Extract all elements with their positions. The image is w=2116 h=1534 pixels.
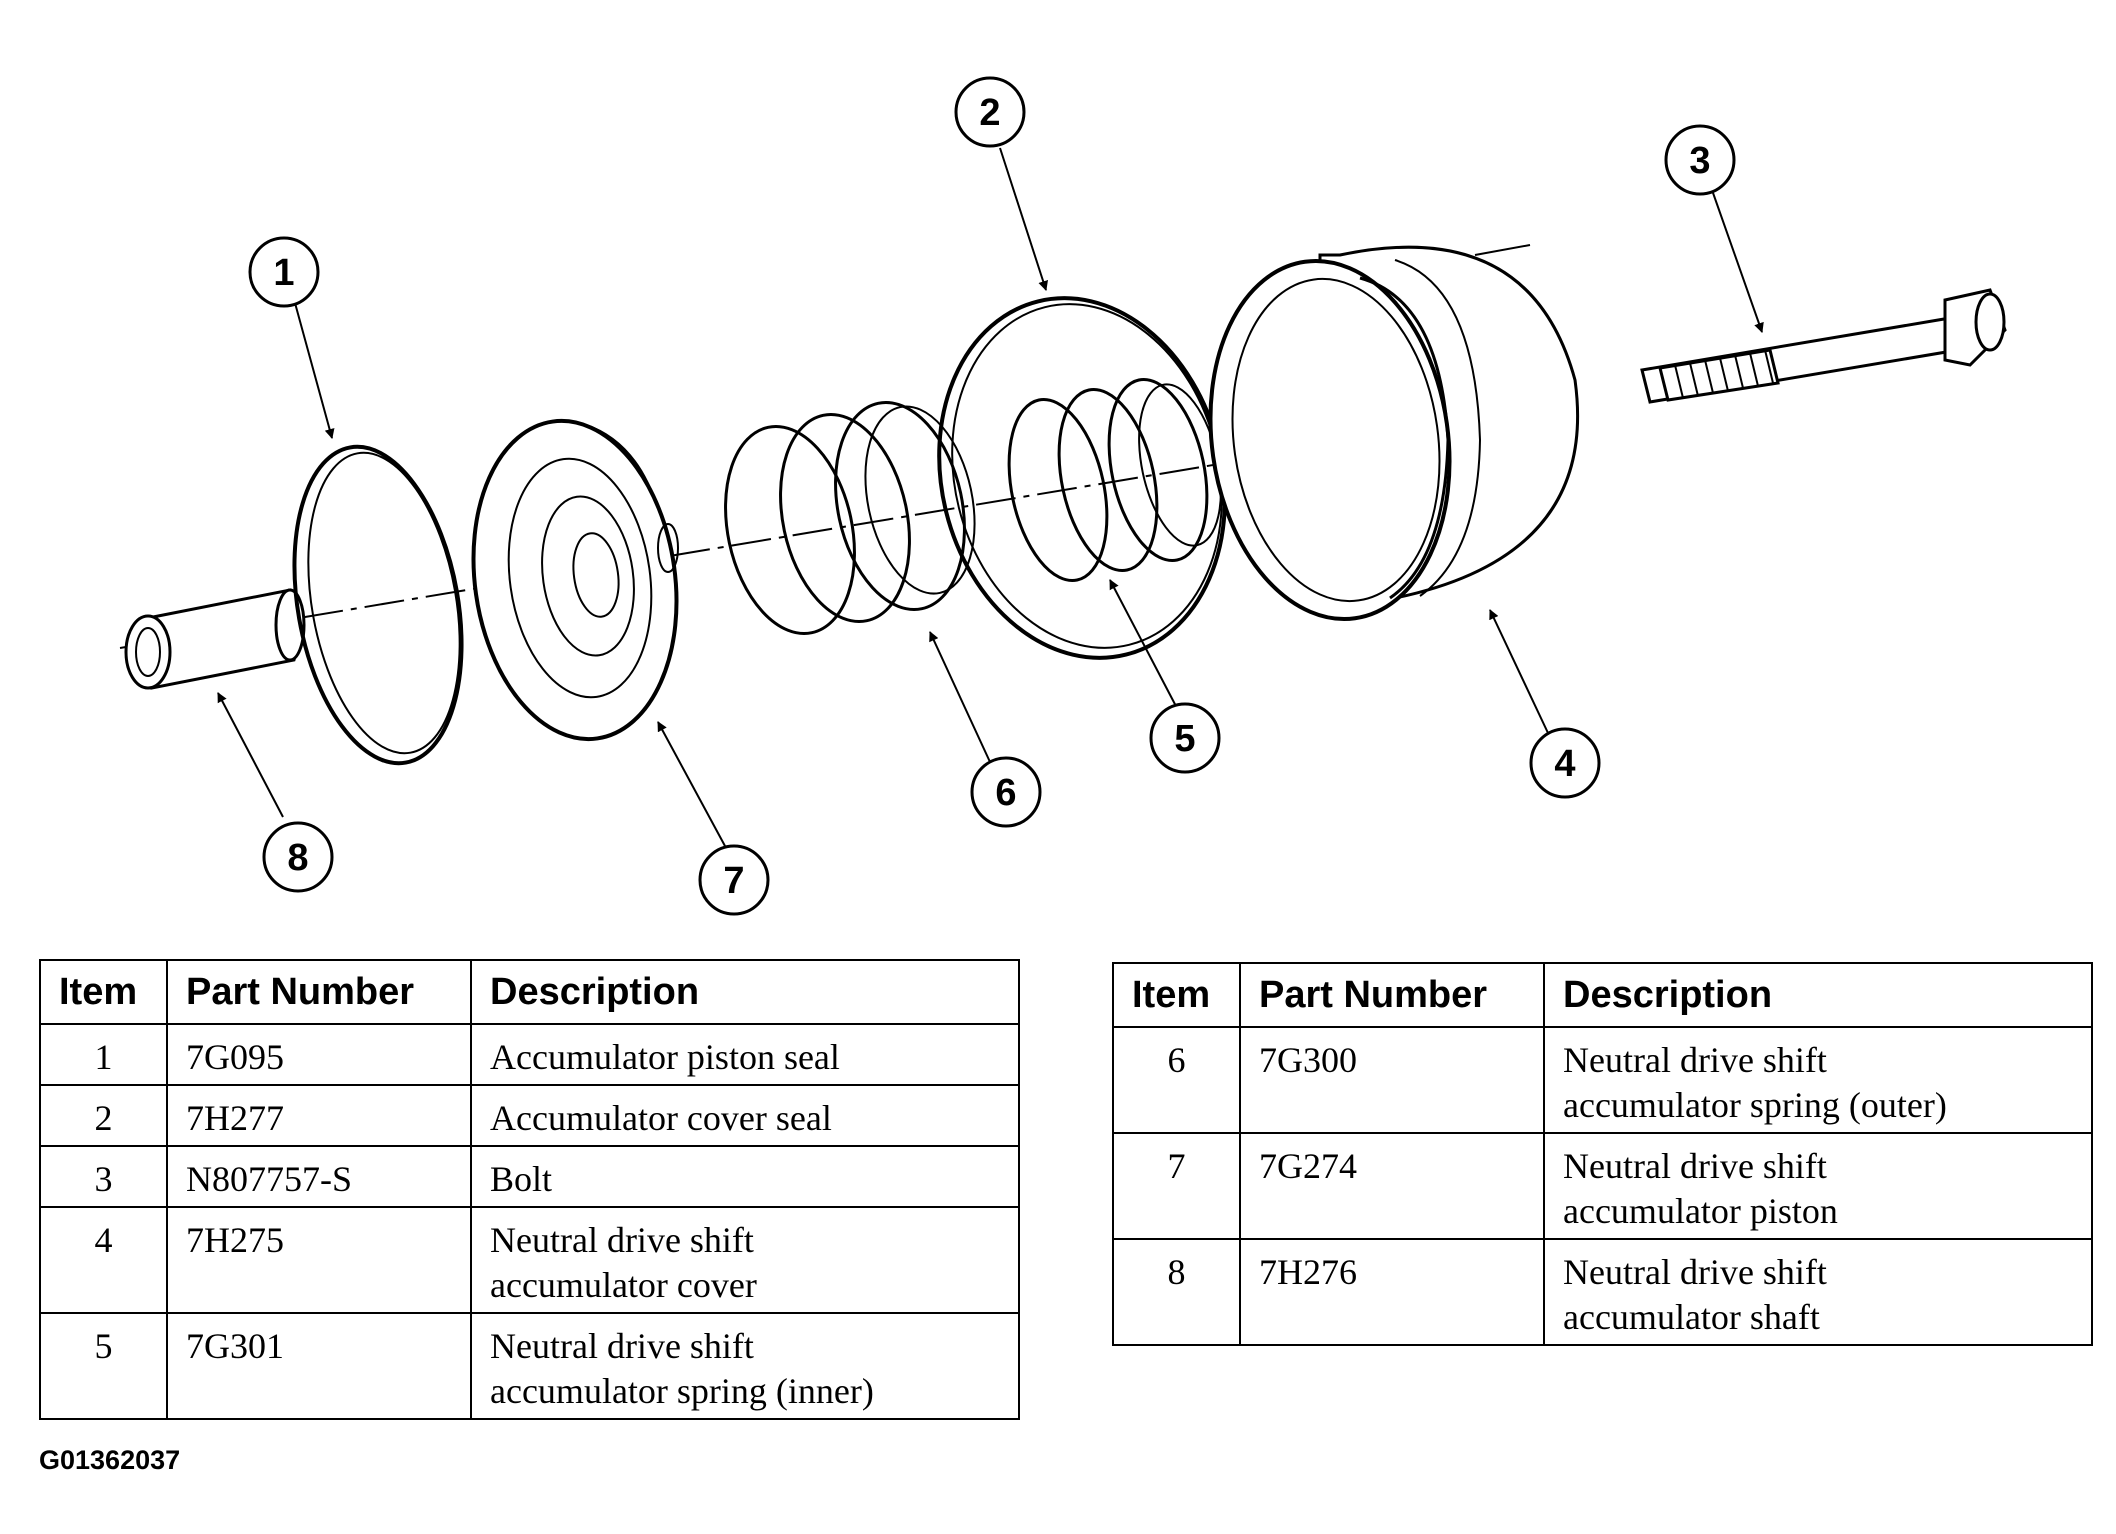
callout-label-2: 2 (979, 92, 1000, 134)
cell-item: 2 (39, 1084, 168, 1147)
description-line: accumulator spring (outer) (1563, 1085, 1947, 1125)
cell-description: Neutral drive shift accumulator spring (i… (470, 1312, 1020, 1420)
cell-item: 4 (39, 1206, 168, 1314)
cell-description: Neutral drive shift accumulator spring (o… (1543, 1026, 2093, 1134)
callout-label-7: 7 (723, 860, 744, 902)
cell-item: 5 (39, 1312, 168, 1420)
callout-label-5: 5 (1174, 718, 1195, 760)
header-part-number: Part Number (166, 959, 472, 1025)
part-cover (1208, 244, 1580, 622)
description-line: accumulator spring (inner) (490, 1371, 874, 1411)
table-header-row: Item Part Number Description (39, 959, 1020, 1025)
cell-item: 7 (1112, 1132, 1241, 1240)
callout-1 (248, 236, 320, 308)
leader-arrows (217, 147, 1764, 847)
header-item: Item (1112, 962, 1241, 1028)
cell-description: Neutral drive shift accumulator cover (470, 1206, 1020, 1314)
callout-label-4: 4 (1554, 743, 1575, 785)
callout-label-1: 1 (273, 252, 294, 294)
table-header-row: Item Part Number Description (1112, 962, 2093, 1028)
cell-part-number: 7G274 (1239, 1132, 1545, 1240)
cell-description: Bolt (470, 1145, 1020, 1208)
callout-7 (698, 844, 770, 916)
cell-item: 1 (39, 1023, 168, 1086)
description-line: Neutral drive shift (1563, 1146, 1827, 1186)
callout-2 (954, 76, 1026, 148)
callout-3 (1664, 124, 1736, 196)
callout-label-6: 6 (995, 772, 1016, 814)
description-line: accumulator shaft (1563, 1297, 1820, 1337)
cell-description: Accumulator piston seal (470, 1023, 1020, 1086)
cell-description: Accumulator cover seal (470, 1084, 1020, 1147)
cell-item: 3 (39, 1145, 168, 1208)
cell-part-number: 7G301 (166, 1312, 472, 1420)
exploded-view-diagram: 1 2 3 4 5 6 7 8 (119, 76, 2007, 916)
cell-part-number: 7H277 (166, 1084, 472, 1147)
description-line: Accumulator cover seal (490, 1098, 832, 1138)
part-inner-spring (1007, 378, 1222, 582)
header-description: Description (1543, 962, 2093, 1028)
cell-description: Neutral drive shift accumulator piston (1543, 1132, 2093, 1240)
cell-part-number: 7H275 (166, 1206, 472, 1314)
callout-label-3: 3 (1689, 140, 1710, 182)
part-piston (471, 418, 679, 742)
description-line: Neutral drive shift (490, 1326, 754, 1366)
header-part-number: Part Number (1239, 962, 1545, 1028)
part-shaft (124, 588, 306, 690)
cell-description: Neutral drive shift accumulator shaft (1543, 1238, 2093, 1346)
cell-part-number: 7H276 (1239, 1238, 1545, 1346)
part-piston-seal (292, 444, 464, 766)
header-item: Item (39, 959, 168, 1025)
cell-item: 6 (1112, 1026, 1241, 1134)
callout-6 (970, 756, 1042, 828)
description-line: Neutral drive shift (490, 1220, 754, 1260)
callout-4 (1529, 727, 1601, 799)
callout-8 (262, 821, 334, 893)
figure-id: G01362037 (39, 1445, 181, 1475)
header-description: Description (470, 959, 1020, 1025)
cell-part-number: N807757-S (166, 1145, 472, 1208)
description-line: accumulator cover (490, 1265, 757, 1305)
callout-5 (1149, 702, 1221, 774)
callout-label-8: 8 (287, 837, 308, 879)
description-line: Neutral drive shift (1563, 1252, 1827, 1292)
description-line: Bolt (490, 1159, 553, 1199)
description-line: Accumulator piston seal (490, 1037, 840, 1077)
part-outer-spring (724, 400, 976, 636)
description-line: accumulator piston (1563, 1191, 1838, 1231)
cell-item: 8 (1112, 1238, 1241, 1346)
part-bolt (1640, 288, 2007, 404)
cell-part-number: 7G095 (166, 1023, 472, 1086)
description-line: Neutral drive shift (1563, 1040, 1827, 1080)
cell-part-number: 7G300 (1239, 1026, 1545, 1134)
